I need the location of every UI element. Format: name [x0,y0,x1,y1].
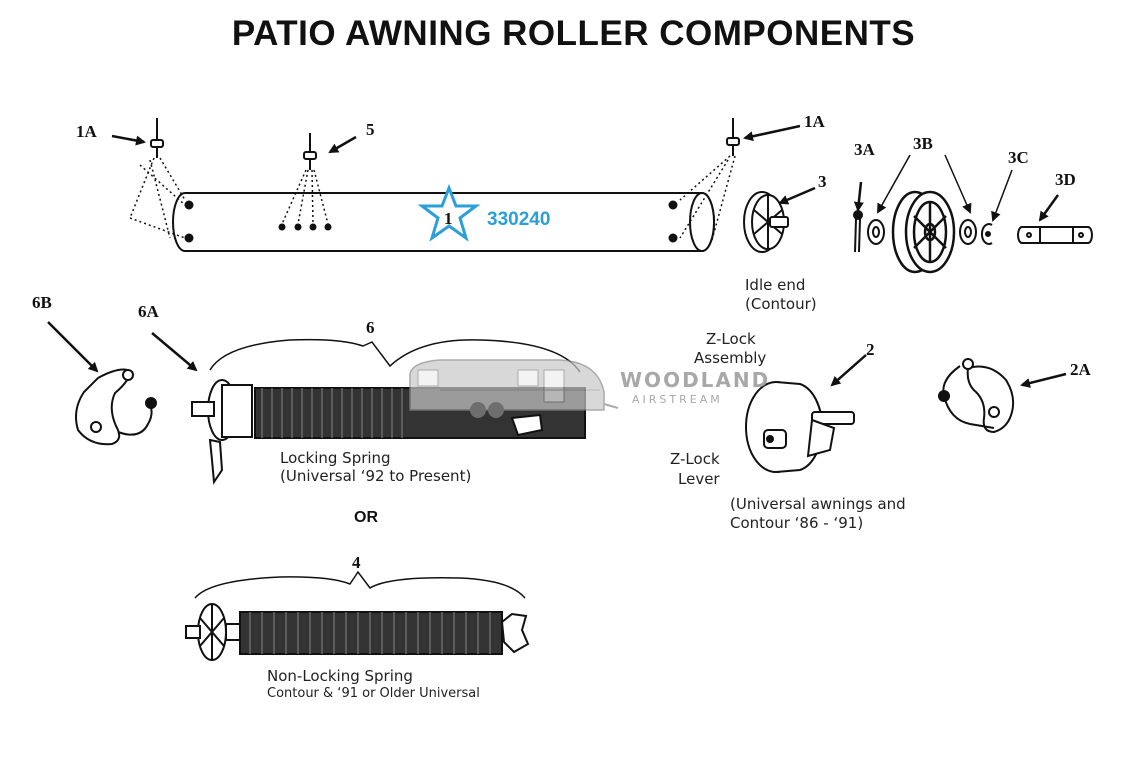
caption-universal-line2: Contour ‘86 - ‘91) [730,514,864,532]
zlock-assembly [745,381,855,473]
caption-nonlocking-line2: Contour & ‘91 or Older Universal [267,686,480,701]
star-icon [417,183,481,242]
callout-3c: 3C [1008,148,1029,167]
washer-3b-left [867,219,885,245]
watermark-woodland: WOODLAND [620,368,771,392]
rivet-leader-lines [281,169,329,225]
watermark-airstream: AIRSTREAM [632,393,723,406]
callout-6a: 6A [138,302,159,321]
caption-locking-spring-line2: (Universal ‘92 to Present) [280,467,472,485]
callout-6: 6 [366,318,375,337]
callout-6b: 6B [32,293,52,312]
callout-2: 2 [866,340,875,359]
callout-1: 1 [444,209,453,228]
callout-1a-left: 1A [76,122,97,141]
caption-idle-end-line2: (Contour) [745,295,817,313]
callout-2a: 2A [1070,360,1091,379]
callout-4: 4 [352,553,361,572]
caption-zlock-lever-line2: Lever [678,470,720,488]
airstream-trailer-watermark [409,359,619,418]
caption-zlock-lever-line1: Z-Lock [670,450,720,468]
callout-3b-lines [877,154,972,214]
page-title: PATIO AWNING ROLLER COMPONENTS [231,14,916,53]
lever-6b [75,368,157,446]
callout-3c-line [991,169,1013,222]
or-divider: OR [354,509,378,526]
wheel-3b [891,190,956,274]
caption-universal-line1: (Universal awnings and [730,495,906,513]
screw-1a-right [726,118,740,156]
idle-end-part-3 [743,191,789,253]
bracket-4 [194,570,526,599]
axle-3d [1017,226,1093,244]
callout-1a-right: 1A [804,112,825,131]
rivet-5 [303,133,317,170]
callout-3a: 3A [854,140,875,159]
screw-leader-lines-left [129,157,186,239]
caption-nonlocking-line1: Non-Locking Spring [267,667,413,685]
callout-3d: 3D [1055,170,1076,189]
callout-5: 5 [366,120,375,139]
washer-3b-right [959,219,977,245]
cotter-pin-3a [853,210,863,253]
non-locking-spring-assembly [185,603,530,661]
callout-3b: 3B [913,134,933,153]
clip-3c [980,223,993,245]
lever-2a [938,358,1015,434]
caption-idle-end-line1: Idle end [745,276,806,294]
bracket-6 [209,338,581,373]
callout-arrows [47,124,1067,388]
caption-zlock-assembly-line2: Assembly [694,349,767,367]
caption-zlock-assembly-line1: Z-Lock [706,330,756,348]
caption-locking-spring-line1: Locking Spring [280,449,391,467]
rivet-holes [278,223,332,231]
callout-3: 3 [818,172,827,191]
screw-1a-left [150,118,164,158]
part-number: 330240 [487,209,551,230]
screw-leader-lines-right [679,155,736,241]
